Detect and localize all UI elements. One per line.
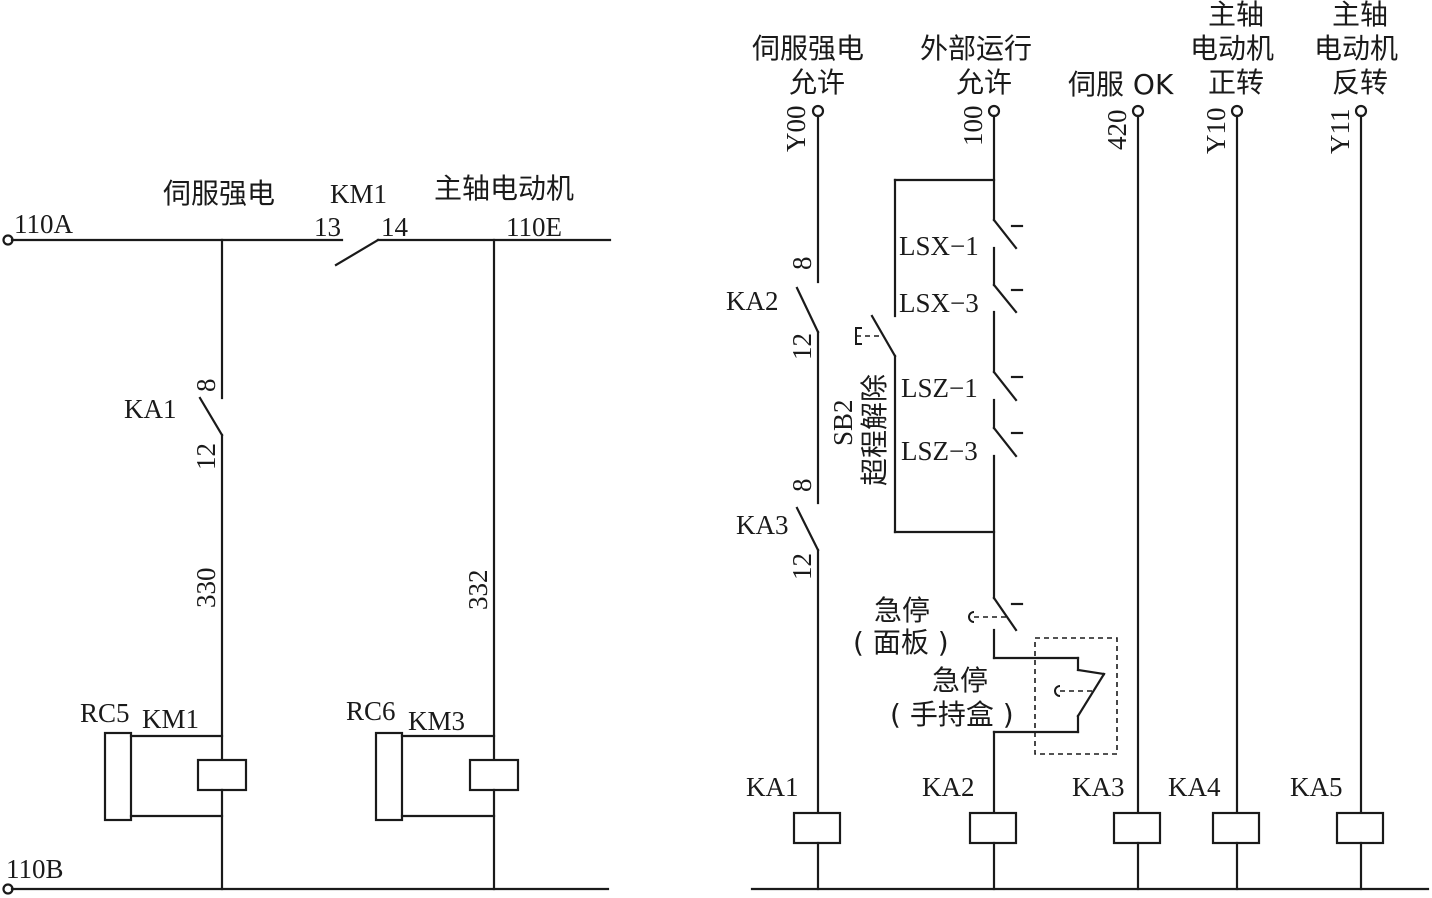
label-coil-ka5: KA5 bbox=[1290, 772, 1343, 802]
label-lsz3: LSZ−3 bbox=[901, 436, 978, 466]
label-ka2-t8: 8 bbox=[787, 257, 817, 271]
estop-box-button-icon bbox=[1054, 685, 1061, 697]
estop-box-blade2 bbox=[1076, 672, 1106, 718]
label-estop-panel-1: 急停 bbox=[874, 594, 930, 627]
terminal-100 bbox=[987, 104, 1001, 118]
label-km1-coil: KM1 bbox=[142, 704, 199, 734]
label-110b: 110B bbox=[6, 854, 64, 884]
label-sb2-desc: 超程解除 bbox=[858, 374, 891, 486]
terminal-y10 bbox=[1230, 104, 1244, 118]
label-rc6: RC6 bbox=[346, 696, 396, 726]
label-110a: 110A bbox=[14, 209, 73, 239]
col4-title-3: 正转 bbox=[1208, 66, 1264, 99]
col4-title-2: 电动机 bbox=[1190, 32, 1274, 65]
estop-box-blade bbox=[1076, 668, 1106, 676]
label-ka2-t12: 12 bbox=[787, 333, 817, 360]
pin-y10: Y10 bbox=[1201, 108, 1231, 155]
left-circuit: 110A 110B 伺服强电 KM1 13 14 主轴电动机 110E KA1 … bbox=[2, 172, 612, 895]
col5-title-2: 电动机 bbox=[1314, 32, 1398, 65]
label-wire-332: 332 bbox=[463, 570, 493, 611]
label-ka3-t8: 8 bbox=[787, 479, 817, 493]
lsz3-blade bbox=[992, 426, 1018, 458]
col5-title-3: 反转 bbox=[1332, 66, 1388, 99]
terminal-y11 bbox=[1354, 104, 1368, 118]
ka2-blade bbox=[795, 286, 820, 334]
terminal-y00 bbox=[811, 104, 825, 118]
col1-title-2: 允许 bbox=[789, 66, 845, 99]
estop-box-enclosure bbox=[1034, 637, 1118, 755]
estop-panel-button-icon bbox=[968, 611, 975, 623]
label-coil-ka3: KA3 bbox=[1072, 772, 1125, 802]
km1-coil-rect bbox=[196, 758, 248, 792]
label-sb2: SB2 bbox=[828, 399, 858, 446]
label-ka2-contact: KA2 bbox=[726, 286, 779, 316]
col1-title-1: 伺服强电 bbox=[752, 32, 864, 65]
label-estop-box-1: 急停 bbox=[932, 664, 988, 697]
coil-ka4-rect bbox=[1211, 811, 1261, 845]
label-lsx1: LSX−1 bbox=[899, 231, 979, 261]
estop-panel-blade bbox=[992, 596, 1018, 632]
label-coil-ka2: KA2 bbox=[922, 772, 975, 802]
coil-ka1-rect bbox=[792, 811, 842, 845]
label-ka1-contact: KA1 bbox=[124, 394, 177, 424]
label-lsx3: LSX−3 bbox=[899, 288, 979, 318]
coil-ka2-rect bbox=[968, 811, 1018, 845]
label-wire-330: 330 bbox=[191, 568, 221, 609]
lsx3-blade bbox=[992, 283, 1018, 314]
right-circuit: 伺服强电 允许 外部运行 允许 伺服 OK 主轴 电动机 正转 主轴 电动机 反… bbox=[726, 0, 1430, 891]
km3-coil-rect bbox=[468, 758, 520, 792]
lsx1-blade bbox=[992, 218, 1018, 250]
col2-title-2: 允许 bbox=[956, 66, 1012, 99]
label-coil-ka4: KA4 bbox=[1168, 772, 1221, 802]
label-rc5: RC5 bbox=[80, 698, 130, 728]
ka3-blade bbox=[795, 506, 820, 552]
label-ka1-t8: 8 bbox=[191, 379, 221, 393]
label-estop-box-2: ( 手持盒 ) bbox=[890, 698, 1014, 731]
col2-title-1: 外部运行 bbox=[920, 32, 1032, 65]
col4-title-1: 主轴 bbox=[1208, 0, 1264, 31]
label-ka3-t12: 12 bbox=[787, 553, 817, 580]
km1-contact-blade bbox=[334, 238, 380, 267]
rc5-rect bbox=[103, 731, 133, 822]
terminal-420 bbox=[1131, 104, 1145, 118]
pin-100: 100 bbox=[958, 106, 988, 147]
label-14: 14 bbox=[381, 212, 409, 242]
label-km3-coil: KM3 bbox=[408, 706, 465, 736]
label-km1-top: KM1 bbox=[330, 179, 387, 209]
label-ka1-t12: 12 bbox=[191, 443, 221, 470]
label-13: 13 bbox=[314, 212, 341, 242]
label-spindle-motor: 主轴电动机 bbox=[434, 172, 574, 205]
coil-ka3-rect bbox=[1112, 811, 1162, 845]
pin-420: 420 bbox=[1102, 110, 1132, 151]
lsz1-blade bbox=[992, 370, 1018, 402]
label-coil-ka1: KA1 bbox=[746, 772, 799, 802]
label-lsz1: LSZ−1 bbox=[901, 373, 978, 403]
ka1-blade bbox=[198, 396, 224, 437]
label-estop-panel-2: ( 面板 ) bbox=[853, 626, 949, 659]
col3-title: 伺服 OK bbox=[1068, 68, 1174, 101]
col5-title-1: 主轴 bbox=[1332, 0, 1388, 31]
pin-y00: Y00 bbox=[781, 106, 811, 153]
rc6-rect bbox=[374, 731, 404, 822]
label-servo-power: 伺服强电 bbox=[163, 177, 275, 210]
pin-y11: Y11 bbox=[1325, 109, 1355, 155]
label-ka3-contact: KA3 bbox=[736, 510, 789, 540]
label-110e: 110E bbox=[506, 212, 562, 242]
coil-ka5-rect bbox=[1335, 811, 1385, 845]
